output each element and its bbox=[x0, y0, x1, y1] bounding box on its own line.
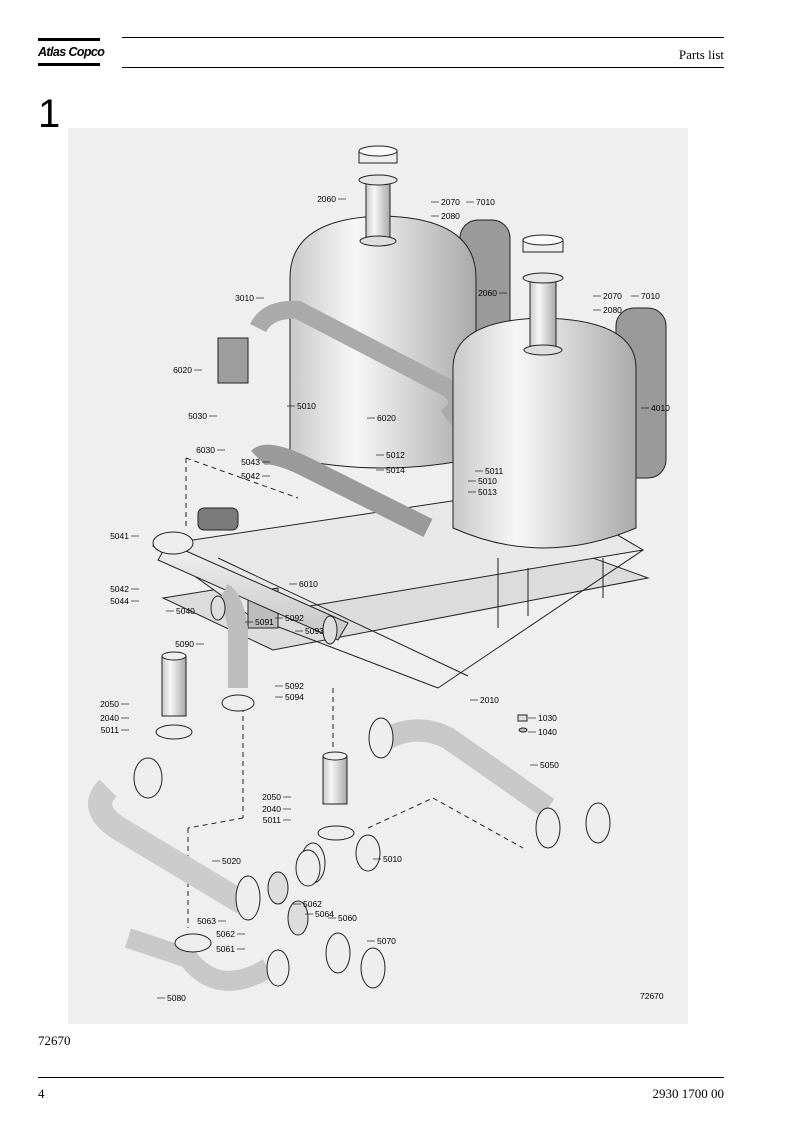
part-callout-2070: 2070 bbox=[603, 291, 622, 301]
pipe-5050 bbox=[368, 717, 611, 849]
part-callout-5091: 5091 bbox=[255, 617, 274, 627]
part-callout-2010: 2010 bbox=[480, 695, 499, 705]
logo-bar-bottom bbox=[38, 63, 100, 66]
drawing-id-label: 72670 bbox=[640, 991, 664, 1001]
assembly-guides bbox=[185, 457, 524, 928]
part-callout-3010: 3010 bbox=[235, 293, 254, 303]
part-callout-4010: 4010 bbox=[651, 403, 670, 413]
footer-rule bbox=[38, 1077, 724, 1078]
header-rule-top bbox=[122, 37, 724, 38]
figure-caption: 72670 bbox=[38, 1033, 71, 1048]
part-callout-5010: 5010 bbox=[383, 854, 402, 864]
part-callout-5011: 5011 bbox=[101, 725, 120, 735]
part-callout-1040: 1040 bbox=[538, 727, 557, 737]
part-callout-5093: 5093 bbox=[305, 626, 324, 636]
part-callout-5010: 5010 bbox=[297, 401, 316, 411]
header-title: Parts list bbox=[678, 47, 724, 62]
part-callout-2060: 2060 bbox=[478, 288, 497, 298]
part-callout-7010: 7010 bbox=[641, 291, 660, 301]
part-callout-5012: 5012 bbox=[386, 450, 405, 460]
part-callout-5080: 5080 bbox=[167, 993, 186, 1003]
part-callout-2060: 2060 bbox=[317, 194, 336, 204]
part-callout-5011: 5011 bbox=[263, 815, 282, 825]
part-callout-5050: 5050 bbox=[540, 760, 559, 770]
atlas-copco-logo: Atlas Copco bbox=[38, 38, 105, 68]
part-callout-5043: 5043 bbox=[241, 457, 260, 467]
part-callout-5044: 5044 bbox=[110, 596, 129, 606]
part-callout-5014: 5014 bbox=[386, 465, 405, 475]
part-callout-5062: 5062 bbox=[303, 899, 322, 909]
document-number: 2930 1700 00 bbox=[652, 1086, 725, 1101]
part-callout-5070: 5070 bbox=[377, 936, 396, 946]
part-callout-5090: 5090 bbox=[175, 639, 194, 649]
part-callout-6010: 6010 bbox=[299, 579, 318, 589]
part-callout-5010: 5010 bbox=[478, 476, 497, 486]
part-callout-6020: 6020 bbox=[377, 413, 396, 423]
drawing-svg: 2060 2070 2080 7010 3010 2060 2070 2080 7010 6020… bbox=[68, 128, 688, 1024]
part-callout-5041: 5041 bbox=[110, 531, 129, 541]
logo-wordmark: Atlas Copco bbox=[38, 45, 105, 59]
header-rule-bottom bbox=[122, 67, 724, 68]
vessel-front bbox=[452, 234, 667, 628]
part-callout-5042: 5042 bbox=[110, 584, 129, 594]
part-callout-2050: 2050 bbox=[262, 792, 281, 802]
part-callout-5011: 5011 bbox=[485, 466, 504, 476]
page-number: 4 bbox=[38, 1086, 45, 1101]
part-callout-6020: 6020 bbox=[173, 365, 192, 375]
part-callout-5062: 5062 bbox=[216, 929, 235, 939]
lower-valve-center bbox=[287, 751, 386, 989]
part-callout-2040: 2040 bbox=[100, 713, 119, 723]
part-callout-2080: 2080 bbox=[441, 211, 460, 221]
part-callout-2040: 2040 bbox=[262, 804, 281, 814]
part-callout-5092: 5092 bbox=[285, 613, 304, 623]
part-callout-7010: 7010 bbox=[476, 197, 495, 207]
part-callout-5040: 5040 bbox=[176, 606, 195, 616]
logo-bar-top bbox=[38, 38, 100, 41]
part-callout-5013: 5013 bbox=[478, 487, 497, 497]
part-callout-5020: 5020 bbox=[222, 856, 241, 866]
part-callout-5060: 5060 bbox=[338, 913, 357, 923]
mid-manifold bbox=[152, 531, 349, 712]
pipe-5080 bbox=[124, 928, 290, 991]
lower-valve-left bbox=[88, 651, 326, 921]
part-callout-5063: 5063 bbox=[197, 916, 216, 926]
part-callout-5042: 5042 bbox=[241, 471, 260, 481]
part-callout-5030: 5030 bbox=[188, 411, 207, 421]
exploded-view-drawing: 2060 2070 2080 7010 3010 2060 2070 2080 7010 6020… bbox=[68, 128, 688, 1024]
part-callout-2070: 2070 bbox=[441, 197, 460, 207]
part-callout-5064: 5064 bbox=[315, 909, 334, 919]
part-callout-5092: 5092 bbox=[285, 681, 304, 691]
part-callout-1030: 1030 bbox=[538, 713, 557, 723]
part-callout-2080: 2080 bbox=[603, 305, 622, 315]
part-callout-2050: 2050 bbox=[100, 699, 119, 709]
section-number: 1 bbox=[38, 92, 61, 136]
part-callout-6030: 6030 bbox=[196, 445, 215, 455]
part-callout-5061: 5061 bbox=[216, 944, 235, 954]
part-callout-5094: 5094 bbox=[285, 692, 304, 702]
